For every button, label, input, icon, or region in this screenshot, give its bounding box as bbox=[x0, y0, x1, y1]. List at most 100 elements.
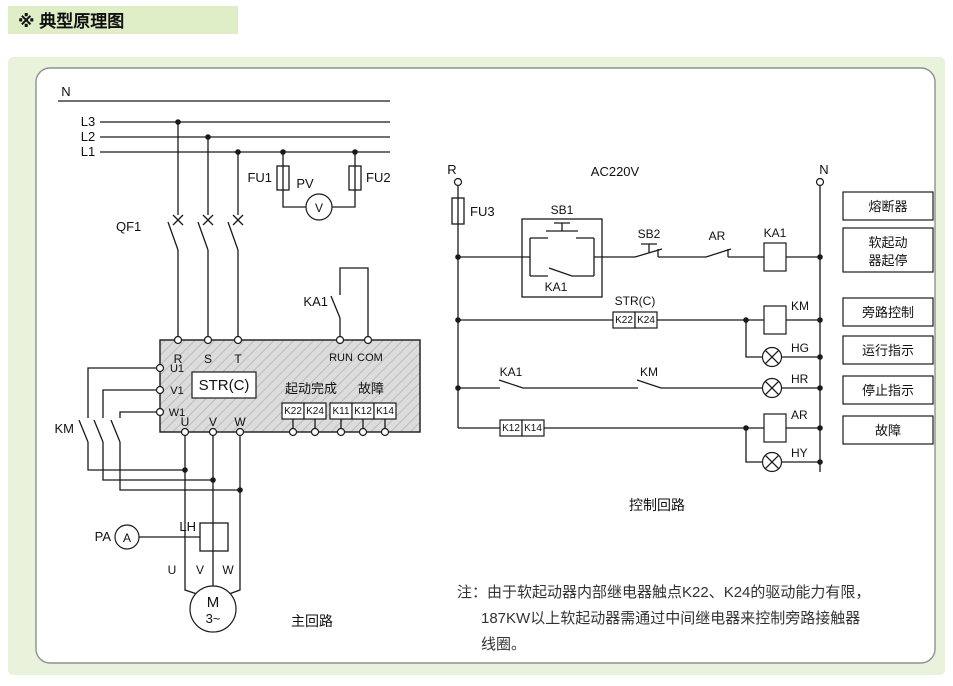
legend-label-fuse: 熔断器 bbox=[868, 199, 907, 214]
rung-indicators: KA1 KM HR bbox=[458, 365, 820, 399]
status-start-complete: 起动完成 bbox=[285, 381, 337, 396]
k14-cell-label: K14 bbox=[524, 423, 542, 434]
hg-lamp bbox=[761, 346, 783, 368]
terminal-label-v1: V1 bbox=[170, 385, 183, 397]
terminal-label-w1: W1 bbox=[169, 407, 186, 419]
supply-label-l2: L2 bbox=[81, 129, 95, 144]
legend-label-stop: 停止指示 bbox=[862, 383, 914, 398]
ammeter-ct: A PA LH bbox=[95, 519, 229, 552]
legend-box-starter bbox=[842, 227, 934, 273]
button-label-sb1: SB1 bbox=[551, 203, 574, 217]
supply-terminal-r bbox=[453, 177, 463, 187]
k-label-k24: K24 bbox=[306, 406, 324, 417]
note: 注：由于软起动器内部继电器触点K22、K24的驱动能力有限， 187KW以上软起… bbox=[457, 584, 870, 653]
contact-label-ka1-no: KA1 bbox=[500, 365, 523, 379]
k-label-k11: K11 bbox=[332, 406, 349, 417]
breaker-qf1: QF1 bbox=[116, 122, 244, 337]
supply-label-n: N bbox=[61, 84, 70, 99]
terminal-label-s: S bbox=[204, 352, 212, 366]
k22-cell-label: K22 bbox=[615, 315, 633, 326]
rung-bypass: K22 K24 STR(C) KM HG bbox=[458, 294, 820, 368]
terminal-label-u1: U1 bbox=[170, 363, 184, 375]
k24-cell-ctrl bbox=[634, 311, 658, 329]
note-line-2: 187KW以上软起动器需通过中间继电器来控制旁路接触器 bbox=[481, 610, 860, 627]
coil-label-ar: AR bbox=[791, 408, 808, 422]
ka1-runcom-loop: KA1 bbox=[303, 267, 369, 337]
legend-label-fault: 故障 bbox=[875, 423, 901, 438]
hy-lamp bbox=[761, 451, 783, 473]
contactor-label-km-main: KM bbox=[55, 421, 75, 436]
motor-circle bbox=[189, 585, 237, 633]
terminal-k24 bbox=[310, 427, 320, 437]
k14-cell-ctrl bbox=[521, 419, 545, 437]
legend-box-bypass bbox=[842, 297, 934, 327]
junction-dots-main bbox=[175, 119, 358, 493]
legend: 熔断器 软起动 器起停 旁路控制 运行指示 停止指示 故障 bbox=[842, 191, 934, 445]
terminal-label-run: RUN bbox=[329, 352, 353, 364]
bypass-contactor-km: KM bbox=[55, 367, 240, 491]
fuse-label-fu3: FU3 bbox=[470, 204, 495, 219]
control-circuit: R N AC220V FU3 SB1 KA1 SB2 AR KA1 K22 K2… bbox=[447, 162, 828, 513]
legend-label-bypass: 旁路控制 bbox=[862, 305, 914, 320]
voltmeter bbox=[305, 193, 333, 221]
button-label-sb2: SB2 bbox=[638, 227, 661, 241]
legend-box-fuse bbox=[842, 191, 934, 221]
legend-label-starter-2: 器起停 bbox=[868, 253, 907, 268]
terminal-label-u: U bbox=[181, 415, 190, 429]
supply-label-n-ctrl: N bbox=[819, 162, 828, 177]
terminal-com bbox=[363, 335, 373, 345]
terminal-label-com: COM bbox=[357, 352, 383, 364]
terminal-label-v: V bbox=[209, 415, 217, 429]
legend-box-stop bbox=[842, 375, 934, 405]
contact-label-ka1-hold: KA1 bbox=[545, 280, 568, 294]
voltmeter-branch: V FU1 FU2 PV bbox=[247, 152, 391, 221]
terminal-label-t: T bbox=[234, 352, 242, 366]
supply-terminal-n bbox=[815, 177, 825, 187]
supply-label-l3: L3 bbox=[81, 114, 95, 129]
phase-label-w: W bbox=[222, 563, 234, 577]
ka1-coil bbox=[763, 242, 787, 272]
k12-cell-label: K12 bbox=[502, 423, 520, 434]
voltage-label: AC220V bbox=[591, 164, 640, 179]
ammeter-label-pa: PA bbox=[95, 529, 112, 544]
control-circuit-caption: 控制回路 bbox=[629, 497, 685, 513]
terminal-v1 bbox=[155, 385, 165, 395]
current-transformer bbox=[199, 522, 229, 552]
lamp-label-hy: HY bbox=[791, 446, 808, 460]
fuse-fu2 bbox=[348, 165, 362, 191]
terminal-u1 bbox=[155, 363, 165, 373]
fuse-fu3 bbox=[451, 197, 465, 225]
terminal-w1 bbox=[155, 407, 165, 417]
terminal-s bbox=[203, 335, 213, 345]
junction-dots-control bbox=[455, 254, 823, 465]
legend-box-fault bbox=[842, 415, 934, 445]
coil-label-ka1: KA1 bbox=[764, 226, 787, 240]
lamp-label-hg: HG bbox=[791, 341, 809, 355]
phase-label-v: V bbox=[196, 563, 204, 577]
contact-label-ar: AR bbox=[709, 229, 726, 243]
terminal-w bbox=[235, 427, 245, 437]
title-strip bbox=[8, 6, 238, 34]
supply-label-r-ctrl: R bbox=[447, 162, 456, 177]
page-title: ※ 典型原理图 bbox=[18, 11, 124, 31]
motor-phase: 3~ bbox=[206, 611, 221, 626]
terminal-k12 bbox=[358, 427, 368, 437]
voltmeter-label-pv: PV bbox=[296, 176, 314, 191]
motor: M 3~ bbox=[189, 585, 237, 633]
k24-cell-label: K24 bbox=[637, 315, 655, 326]
terminal-t bbox=[233, 335, 243, 345]
legend-label-starter-1: 软起动 bbox=[868, 235, 907, 250]
k-label-k12: K12 bbox=[354, 406, 372, 417]
ammeter bbox=[114, 524, 140, 550]
start-hold-enclosure bbox=[521, 218, 603, 298]
terminal-label-r: R bbox=[174, 352, 183, 366]
note-line-1: 注：由于软起动器内部继电器触点K22、K24的驱动能力有限， bbox=[457, 584, 870, 601]
status-fault: 故障 bbox=[358, 381, 384, 396]
relay-label-ka1-main: KA1 bbox=[303, 294, 328, 309]
phase-label-u: U bbox=[168, 563, 177, 577]
ar-coil bbox=[763, 413, 787, 443]
terminal-label-w: W bbox=[234, 415, 246, 429]
ct-label-lh: LH bbox=[179, 519, 196, 534]
terminal-k11 bbox=[336, 427, 346, 437]
